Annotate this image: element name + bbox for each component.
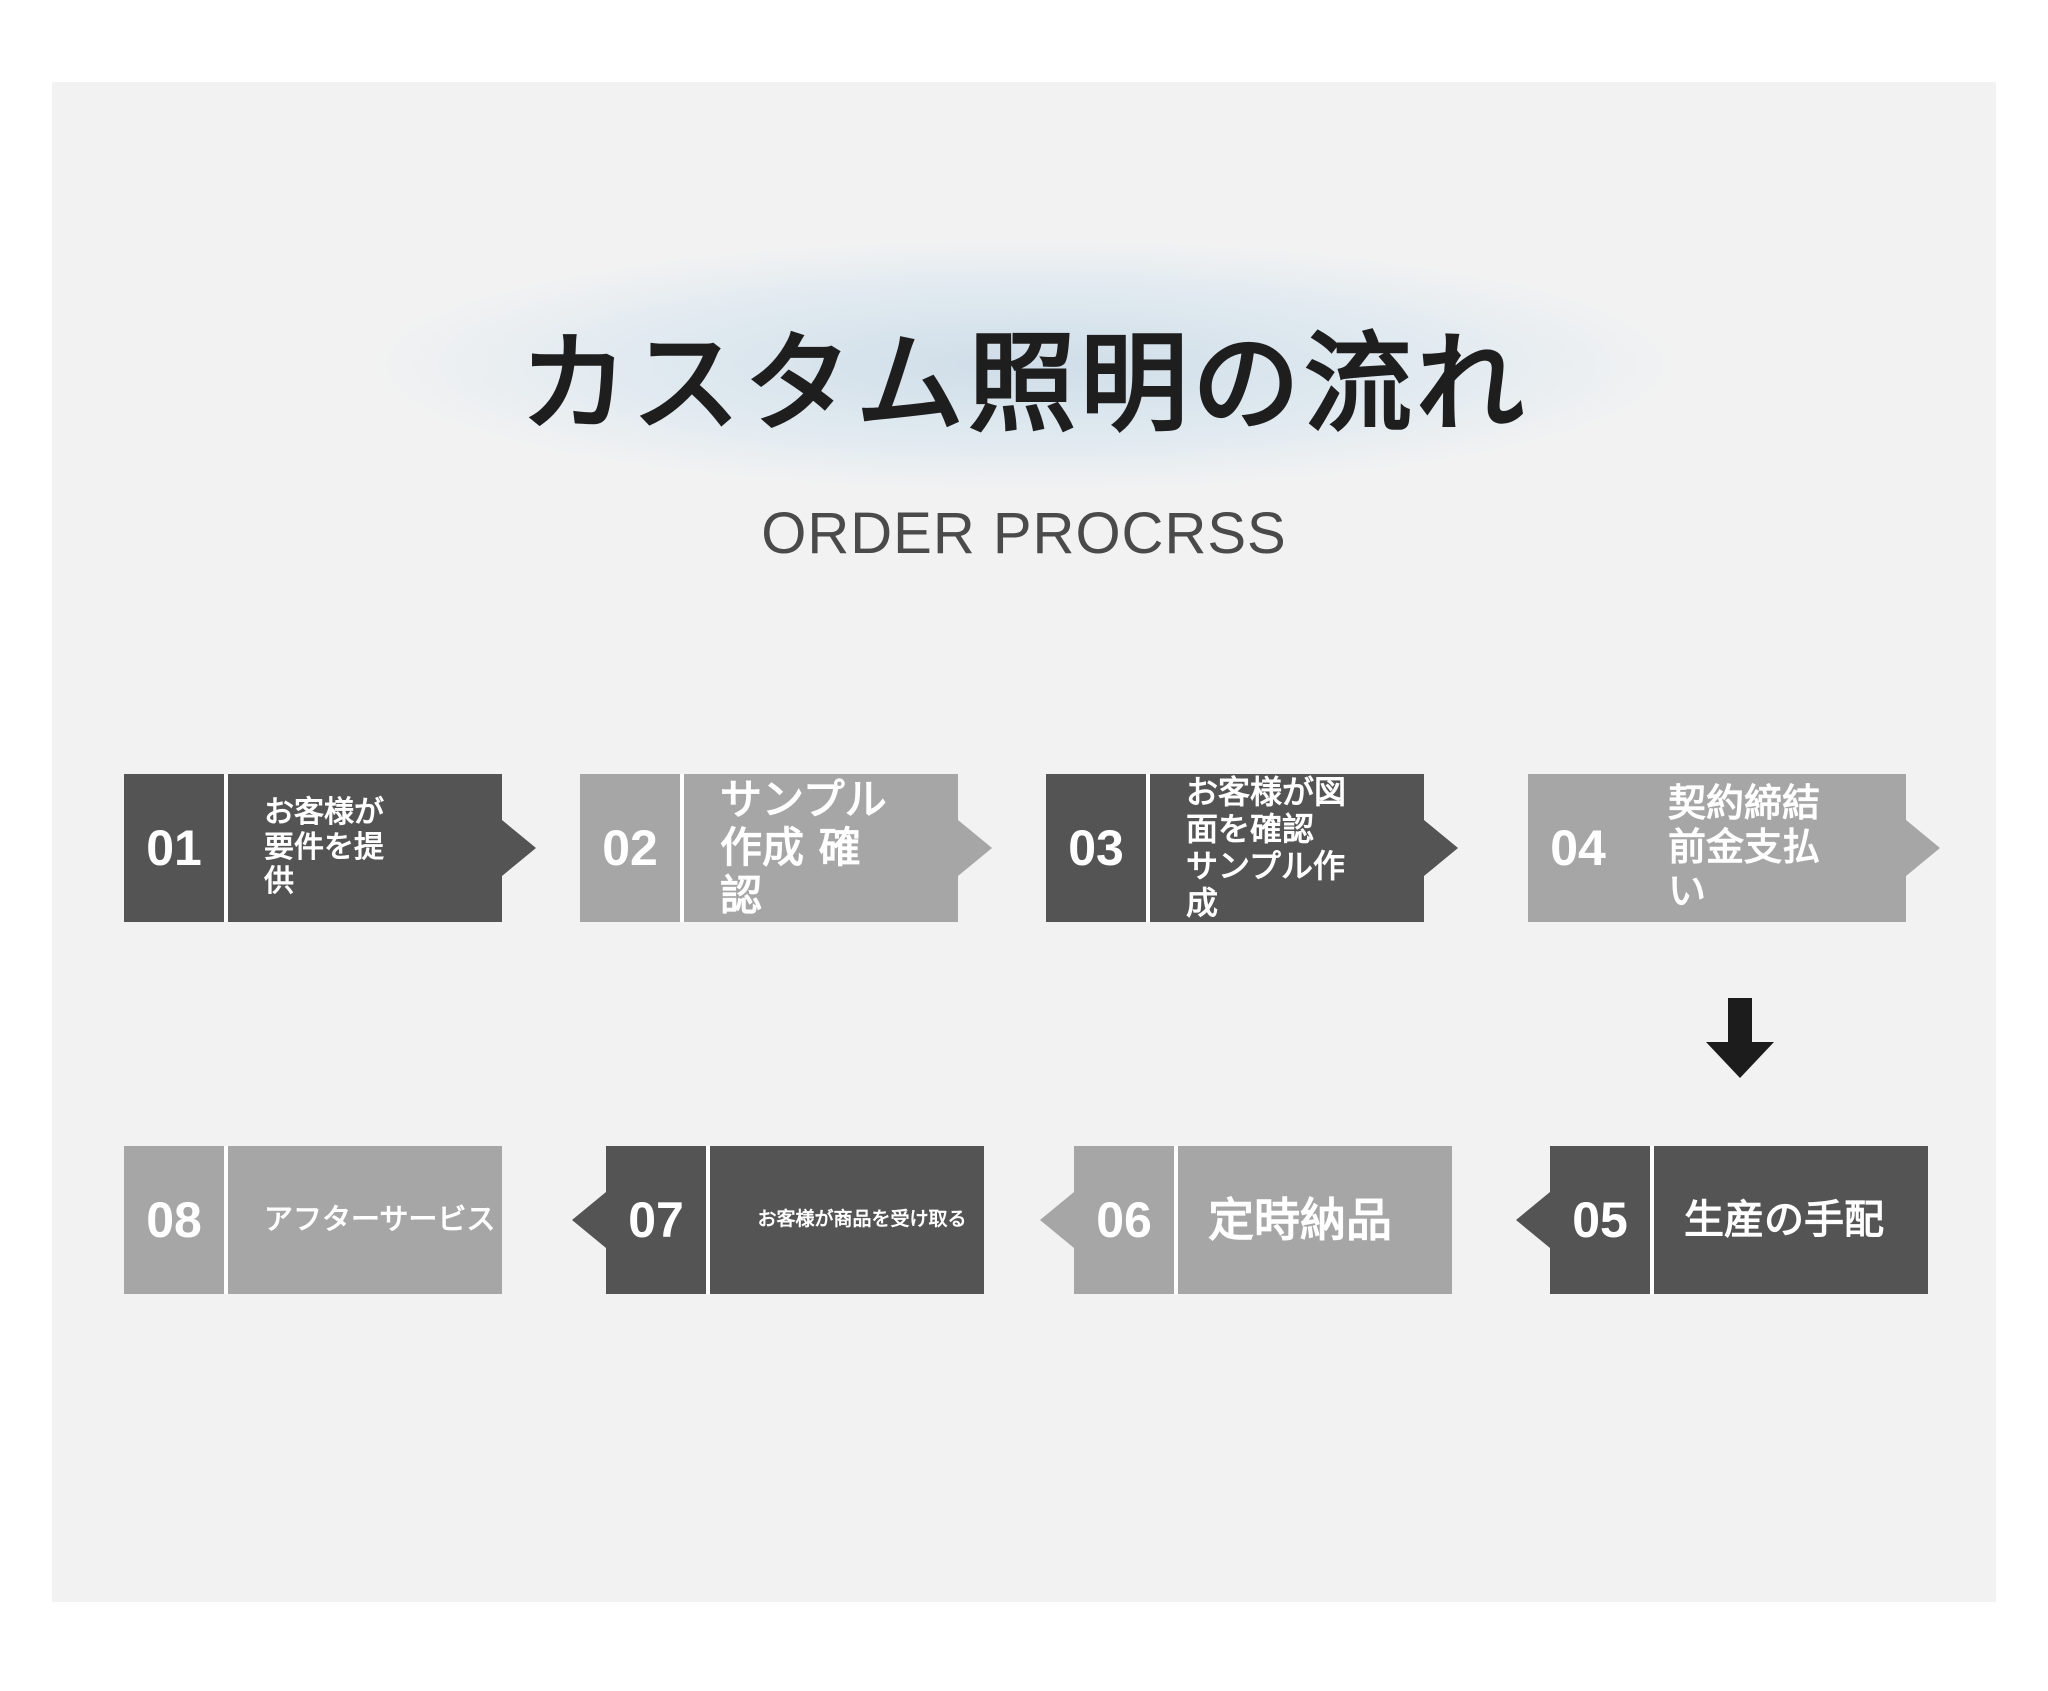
step-08: 08 アフターサービス — [124, 1146, 502, 1294]
step-04-number: 04 — [1550, 820, 1606, 876]
page-subtitle: ORDER PROCRSS — [761, 501, 1287, 566]
step-02-shape — [580, 774, 992, 922]
step-07-number: 07 — [628, 1192, 684, 1248]
step-07-label: お客様が商品を受け取る — [757, 1208, 967, 1231]
step-01: 01 お客様が 要件を提 供 — [124, 774, 536, 922]
step-08-label: アフターサービス — [264, 1202, 496, 1237]
step-03-shape — [1046, 774, 1458, 922]
step-07-shape — [572, 1146, 984, 1294]
arrow-down-icon — [1706, 998, 1774, 1078]
step-04-label: 契約締結 前金支払 い — [1668, 781, 1821, 913]
step-05-shape — [1516, 1146, 1928, 1294]
step-06-shape — [1040, 1146, 1452, 1294]
step-02-label: サンプル 作成 確 認 — [720, 774, 887, 921]
step-01-shape — [124, 774, 536, 922]
step-03-number: 03 — [1068, 820, 1124, 876]
title-glow — [380, 240, 1670, 490]
step-04: 04 契約締結 前金支払 い — [1528, 774, 1940, 922]
page-title: カスタム照明の流れ — [519, 322, 1528, 447]
step-04-shape — [1528, 774, 1940, 922]
step-05-label: 生産の手配 — [1684, 1197, 1884, 1243]
step-02-number: 02 — [602, 820, 658, 876]
step-07: 07 お客様が商品を受け取る — [572, 1146, 984, 1294]
step-01-number: 01 — [146, 820, 202, 876]
step-03: 03 お客様が図 面を確認 サンプル作 成 — [1046, 774, 1458, 922]
step-06-number: 06 — [1096, 1192, 1152, 1248]
step-08-shape — [124, 1146, 502, 1294]
step-05-number: 05 — [1572, 1192, 1628, 1248]
step-06-label: 定時納品 — [1208, 1192, 1392, 1247]
step-03-label: お客様が図 面を確認 サンプル作 成 — [1186, 774, 1347, 922]
step-06: 06 定時納品 — [1040, 1146, 1452, 1294]
step-02: 02 サンプル 作成 確 認 — [580, 774, 992, 922]
step-05: 05 生産の手配 — [1516, 1146, 1928, 1294]
step-01-label: お客様が 要件を提 供 — [264, 795, 384, 900]
step-08-number: 08 — [146, 1192, 202, 1248]
